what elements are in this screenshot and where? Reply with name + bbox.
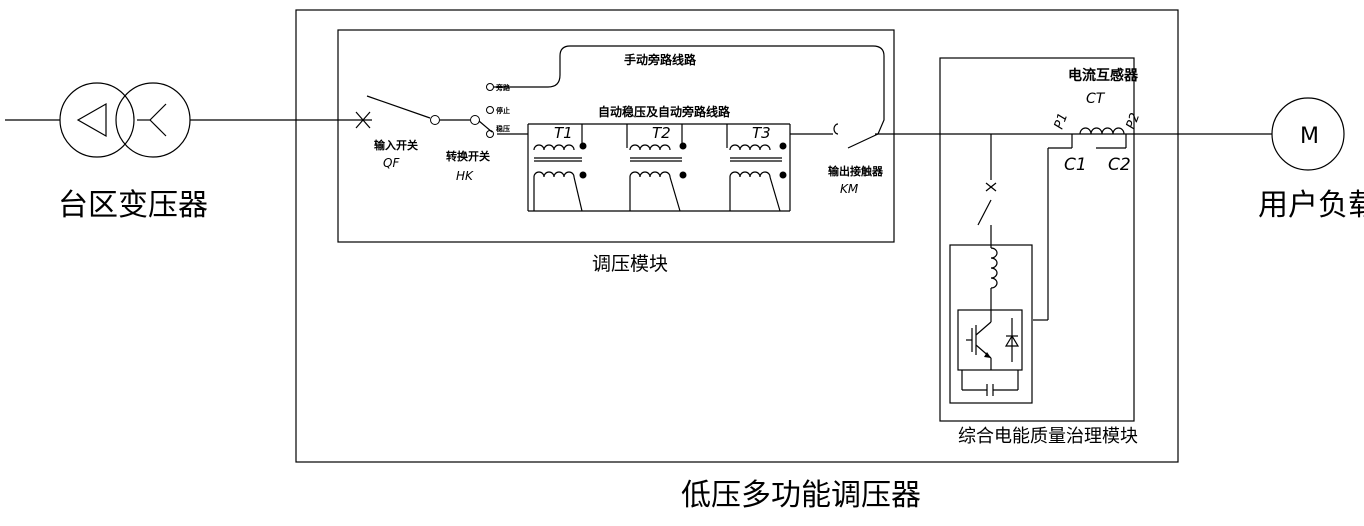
power-quality-module-label: 综合电能质量治理模块	[958, 426, 1138, 447]
ct-p2-label: P2	[1124, 111, 1144, 131]
output-contactor-label: 输出接触器	[828, 164, 884, 178]
input-switch-label: 输入开关	[374, 138, 418, 152]
compensator-branch	[977, 134, 998, 310]
source-transformer-label: 台区变压器	[58, 188, 208, 223]
device-outer-box	[295, 9, 1179, 463]
igbt-box	[957, 309, 1023, 371]
transformer-t1	[533, 142, 587, 212]
power-quality-module-box	[939, 57, 1135, 422]
user-load-label: 用户负载	[1258, 188, 1364, 223]
t1-label: T1	[554, 124, 573, 142]
input-switch-symbol	[355, 95, 470, 129]
source-transformer-symbol	[59, 82, 191, 158]
auto-regulating-label: 自动稳压及自动旁路线路	[598, 104, 731, 119]
transformer-t2	[629, 142, 687, 212]
t2-label: T2	[652, 124, 671, 142]
transfer-switch-code: HK	[456, 169, 474, 183]
ct-c2-label: C2	[1108, 155, 1131, 175]
current-transformer-label: 电流互感器	[1068, 67, 1139, 84]
transfer-switch-label: 转换开关	[446, 149, 490, 163]
compensator-enclosure	[949, 244, 1033, 404]
ct-c1-label: C1	[1064, 155, 1087, 175]
motor-symbol	[1271, 97, 1345, 171]
ct-symbol-label: CT	[1086, 91, 1106, 107]
transfer-switch-symbol	[470, 83, 494, 138]
ct-p1-label: P1	[1052, 111, 1072, 131]
auto-regulating-unit	[527, 123, 791, 212]
manual-bypass-line	[494, 45, 885, 135]
regulating-module-box	[337, 29, 895, 243]
manual-bypass-label: 手动旁路线路	[624, 52, 697, 67]
device-name-label: 低压多功能调压器	[681, 478, 921, 513]
output-contactor-code: KM	[840, 182, 859, 196]
motor-label: M	[1300, 124, 1319, 149]
transfer-pos-stop: 停止	[496, 106, 510, 115]
regulating-module-label: 调压模块	[592, 253, 668, 275]
input-switch-code: QF	[383, 156, 400, 170]
main-power-line	[5, 119, 1272, 135]
igbt-symbol	[966, 310, 1020, 370]
t3-label: T3	[752, 124, 771, 142]
dc-capacitor-symbol	[961, 370, 1019, 396]
current-transformer-symbol	[1033, 127, 1127, 321]
transfer-pos-regulate: 稳压	[496, 124, 510, 133]
output-contactor-symbol	[833, 123, 879, 149]
transformer-t3	[729, 142, 787, 212]
